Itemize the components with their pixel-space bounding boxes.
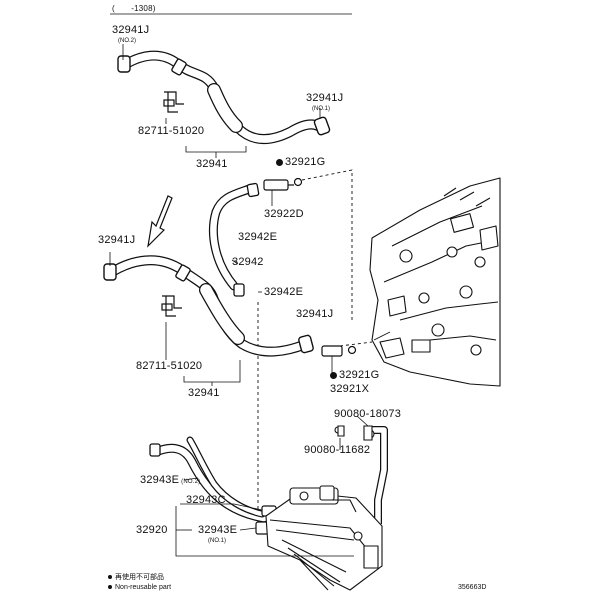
label-32921g-mid: 32921G bbox=[330, 369, 379, 381]
label-no1-e: (NO.1) bbox=[208, 538, 226, 544]
dashed-refs bbox=[257, 169, 373, 510]
label-32943e-no2-text: 32943E bbox=[140, 474, 180, 486]
hose-32941-top bbox=[117, 50, 331, 144]
label-32943c: 32943C bbox=[186, 494, 226, 506]
connector-32922d bbox=[263, 177, 303, 206]
label-32942e-b: 32942E bbox=[264, 286, 304, 298]
label-32921g-mid-text: 32921G bbox=[339, 369, 380, 381]
label-32920: 32920 bbox=[136, 524, 168, 536]
label-clip-mid: 82711-51020 bbox=[136, 360, 203, 372]
label-32942: 32942 bbox=[232, 256, 264, 268]
label-32921g-top-text: 32921G bbox=[285, 156, 326, 168]
hose-32943c bbox=[186, 436, 266, 518]
label-32942e-a: 32942E bbox=[238, 231, 278, 243]
label-90080-11682: 90080-11682 bbox=[304, 444, 371, 456]
bolt-90080 bbox=[337, 425, 373, 441]
clip-82711-mid bbox=[161, 295, 182, 317]
clip-82711-top bbox=[163, 91, 184, 113]
direction-arrow bbox=[147, 195, 173, 248]
label-no2-top: (NO.2) bbox=[118, 38, 136, 44]
leaders-top bbox=[122, 44, 321, 158]
hose-32942 bbox=[208, 182, 260, 297]
engine-block bbox=[369, 177, 501, 387]
footer-note-jp-text: 再使用不可部品 bbox=[115, 574, 164, 581]
label-32941-top: 32941 bbox=[196, 158, 228, 170]
label-no2-e: (NO.2) bbox=[181, 479, 201, 485]
label-32941j-top: 32941J bbox=[112, 24, 150, 36]
non-reusable-dot-2 bbox=[330, 372, 337, 379]
footer-dot-jp bbox=[108, 575, 112, 579]
non-reusable-dot bbox=[276, 159, 283, 166]
leaders-bottom bbox=[175, 415, 369, 557]
header-date-range: ( -1308) bbox=[112, 4, 156, 13]
label-32941-mid: 32941 bbox=[188, 387, 220, 399]
label-32921x: 32921X bbox=[330, 383, 370, 395]
label-clip-top: 82711-51020 bbox=[138, 125, 205, 137]
label-32941j-mid2: 32941J bbox=[296, 308, 334, 320]
footer-note-en: Non-reusable part bbox=[108, 584, 171, 592]
oil-cooler-32920 bbox=[265, 485, 383, 591]
label-32941j-mid: 32941J bbox=[98, 234, 136, 246]
leaders-mid bbox=[109, 252, 262, 386]
hose-32941-mid bbox=[103, 255, 314, 357]
leader-engine bbox=[373, 331, 391, 341]
label-90080-18073: 90080-18073 bbox=[334, 408, 402, 420]
footer-dot-en bbox=[108, 585, 112, 589]
footer-note-en-text: Non-reusable part bbox=[115, 584, 172, 591]
footer-note-jp: 再使用不可部品 bbox=[108, 574, 164, 582]
label-32943e-no1: 32943E bbox=[198, 524, 238, 536]
label-no1-right: (NO.1) bbox=[312, 106, 330, 112]
label-32922d: 32922D bbox=[264, 208, 304, 220]
label-32941j-right: 32941J bbox=[306, 92, 344, 104]
label-32921g-top: 32921G bbox=[276, 156, 325, 168]
figure-id: 356663D bbox=[458, 584, 487, 591]
label-32943e-no2: 32943E(NO.2) bbox=[140, 474, 200, 486]
hose-32943e-no2 bbox=[149, 443, 269, 523]
